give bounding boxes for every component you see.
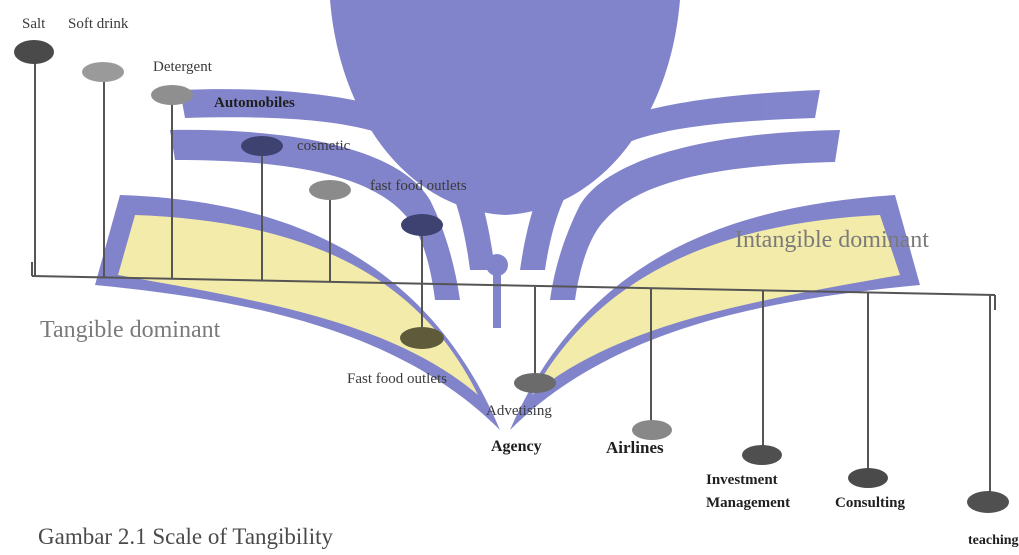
label-detergent: Detergent xyxy=(153,60,212,75)
dot-fast-food-outlets xyxy=(309,180,351,200)
label-salt: Salt xyxy=(22,17,45,32)
watermark-logo xyxy=(95,0,920,430)
watermark-stem-knob xyxy=(486,254,508,276)
watermark-stem xyxy=(493,268,501,328)
dot-fast-food-outlets-upper xyxy=(401,214,443,236)
label-advertising: Advetising xyxy=(486,404,552,419)
figure-caption: Gambar 2.1 Scale of Tangibility xyxy=(38,524,333,550)
label-cosmetic: cosmetic xyxy=(297,139,350,154)
label-fast-food-outlets-intangible: Fast food outlets xyxy=(347,372,447,387)
label-soft-drink: Soft drink xyxy=(68,17,128,32)
dot-detergent xyxy=(151,85,193,105)
label-tangible-dominant: Tangible dominant xyxy=(40,318,220,342)
label-automobiles: Automobiles xyxy=(214,96,295,111)
dot-salt xyxy=(14,40,54,64)
dot-consulting xyxy=(848,468,888,488)
label-agency: Agency xyxy=(491,439,542,455)
label-intangible-dominant: Intangible dominant xyxy=(735,228,929,252)
label-teaching: teaching xyxy=(968,534,1019,548)
dot-soft-drink xyxy=(82,62,124,82)
label-consulting: Consulting xyxy=(835,496,905,511)
dot-airlines xyxy=(632,420,672,440)
dot-fast-food-outlets-lower xyxy=(400,327,444,349)
label-airlines: Airlines xyxy=(606,439,664,456)
dot-investment xyxy=(742,445,782,465)
label-investment: Investment xyxy=(706,473,778,488)
dot-teaching xyxy=(967,491,1009,513)
label-management: Management xyxy=(706,496,790,511)
label-fast-food-outlets: fast food outlets xyxy=(370,179,467,194)
dot-cosmetic xyxy=(241,136,283,156)
dot-advertising xyxy=(514,373,556,393)
